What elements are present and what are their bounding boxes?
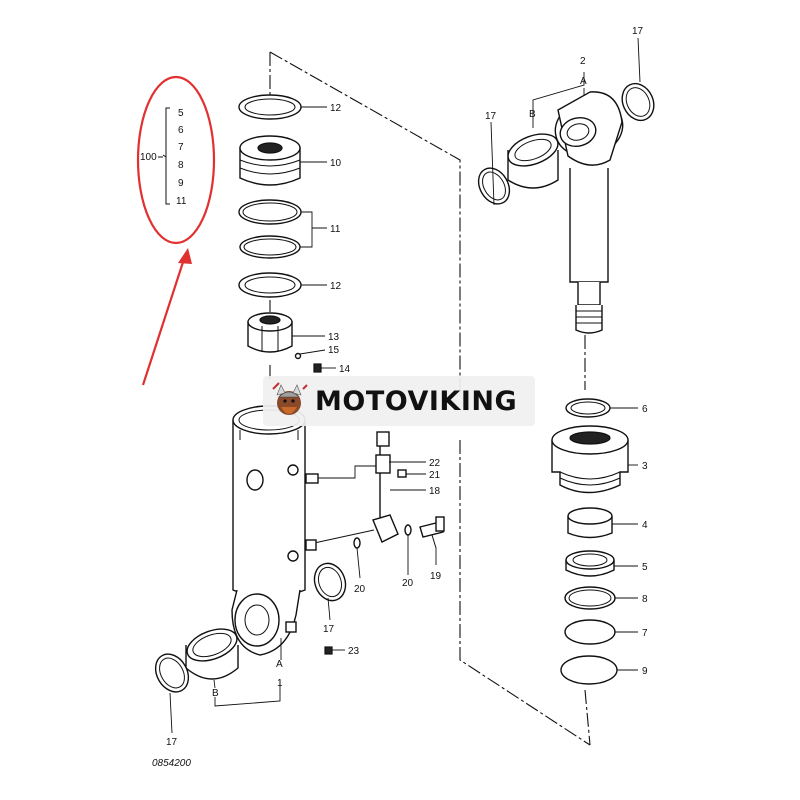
kit-item: 11 <box>176 196 187 207</box>
callout-9: 9 <box>642 666 648 677</box>
backup-ring-12-bottom <box>238 272 302 298</box>
o-ring-20-b <box>404 524 412 536</box>
seal-ring-11-b <box>239 235 301 259</box>
seal-17-right-a <box>477 167 511 205</box>
o-ring-20-a <box>353 537 361 549</box>
watermark-banner: MOTOVIKING <box>263 376 535 426</box>
ball-15 <box>294 352 302 360</box>
grease-fitting-23 <box>324 646 333 655</box>
dust-seal-9 <box>560 655 618 685</box>
callout-B-right: B <box>529 109 536 120</box>
callout-22: 22 <box>429 458 441 469</box>
kit-list: 100 5 6 7 8 9 11 <box>140 107 187 207</box>
cylinder-tube <box>232 405 306 599</box>
callout-17-left: 17 <box>166 737 178 748</box>
check-valve-19 <box>419 516 445 549</box>
callout-12-top: 12 <box>330 103 342 114</box>
callout-17-right-a: 17 <box>485 111 497 122</box>
bushing-4 <box>567 507 613 539</box>
callout-8: 8 <box>642 594 648 605</box>
set-screw-14 <box>313 363 322 373</box>
callout-2: 2 <box>580 56 586 67</box>
kit-item: 8 <box>178 160 184 171</box>
callout-10: 10 <box>330 158 342 169</box>
callout-B-left: B <box>212 688 219 699</box>
bushing-right <box>507 133 559 189</box>
kit-item: 7 <box>178 142 184 153</box>
viking-logo-icon <box>272 382 308 415</box>
callout-11: 11 <box>330 224 341 235</box>
callout-3: 3 <box>642 461 648 472</box>
callout-6: 6 <box>642 404 648 415</box>
callout-A-left: A <box>276 659 283 670</box>
rod-assembly-2 <box>554 91 624 334</box>
nut-13 <box>247 312 293 353</box>
callout-17-right-b: 17 <box>632 26 644 37</box>
callout-15: 15 <box>328 345 340 356</box>
fitting-21 <box>397 469 407 478</box>
callout-17-tube: 17 <box>323 624 335 635</box>
seal-17-left <box>154 653 190 693</box>
backup-ring-8 <box>564 586 616 610</box>
callout-1: 1 <box>277 678 283 689</box>
rod-cover-3 <box>551 425 629 494</box>
bushing-left <box>185 628 239 680</box>
callout-20-a: 20 <box>354 584 366 595</box>
callout-5: 5 <box>642 562 648 573</box>
callout-21: 21 <box>429 470 441 481</box>
callout-7: 7 <box>642 628 648 639</box>
watermark-brand-text: MOTOVIKING <box>315 385 518 417</box>
callout-13: 13 <box>328 332 340 343</box>
u-packing-7 <box>564 619 616 645</box>
grease-line-18 <box>304 431 399 551</box>
callout-12-bottom: 12 <box>330 281 342 292</box>
backup-ring-6 <box>565 398 611 418</box>
drawing-number: 0854200 <box>152 758 191 769</box>
buffer-ring-5 <box>565 550 615 577</box>
kit-number: 100 <box>140 152 157 163</box>
seal-17-right-b <box>621 82 655 122</box>
eye-end <box>231 589 301 656</box>
kit-item: 5 <box>178 108 184 119</box>
kit-item: 6 <box>178 125 184 136</box>
callout-20-b: 20 <box>402 578 414 589</box>
backup-ring-12-top <box>238 94 302 120</box>
seal-17-tube <box>313 562 347 602</box>
callout-18: 18 <box>429 486 441 497</box>
assembly-boundary <box>269 51 591 746</box>
leader-lines <box>169 37 641 734</box>
callout-A-right: A <box>580 76 587 87</box>
callout-19: 19 <box>430 571 442 582</box>
callout-14: 14 <box>339 364 351 375</box>
callout-23: 23 <box>348 646 360 657</box>
callouts: 12 10 11 12 13 15 14 22 21 18 20 20 19 2… <box>166 26 648 748</box>
piston-10 <box>239 135 301 186</box>
kit-item: 9 <box>178 178 184 189</box>
kit-highlight <box>136 75 216 386</box>
callout-4: 4 <box>642 520 648 531</box>
seal-ring-11-a <box>238 199 302 225</box>
